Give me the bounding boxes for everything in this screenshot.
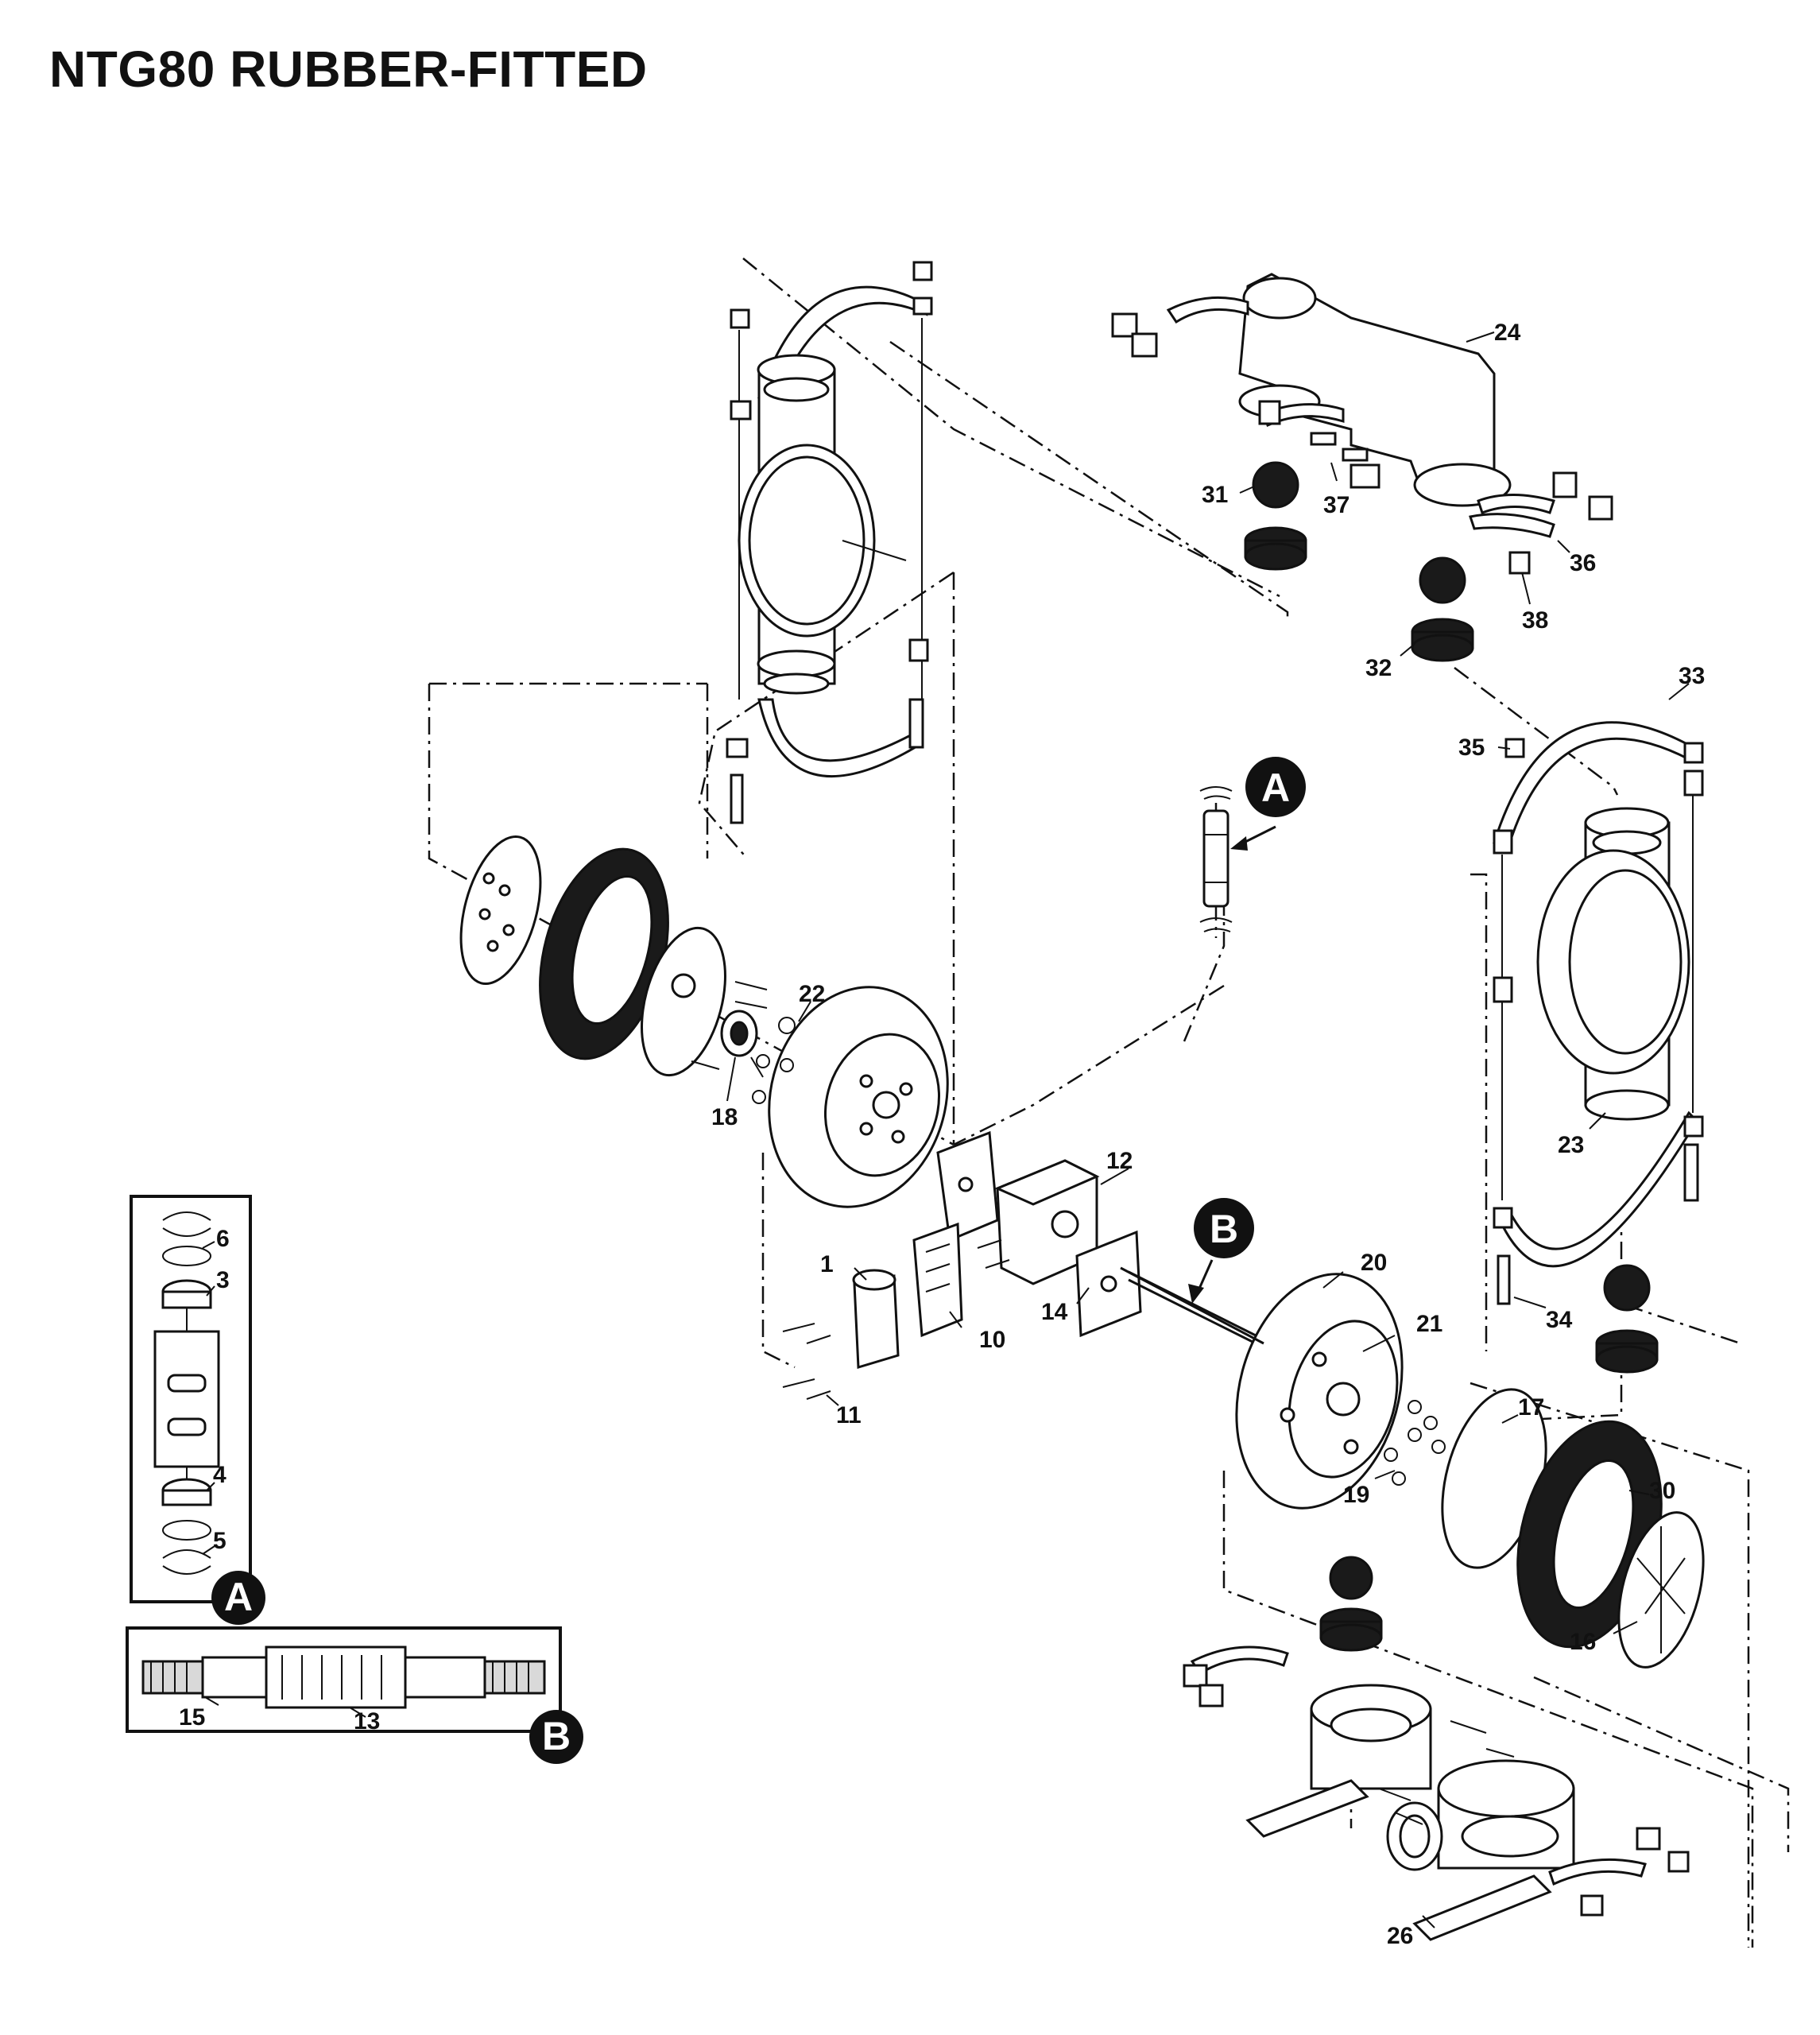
label-36: 36	[1570, 550, 1596, 576]
label-21: 21	[1416, 1311, 1442, 1337]
pilot-valve-spool	[1199, 786, 1276, 932]
upper-check-valves	[1244, 432, 1474, 662]
label-38: 38	[1522, 607, 1548, 634]
callout-b-inset: B	[529, 1710, 583, 1764]
leader-lines	[726, 331, 1690, 1928]
label-5: 5	[213, 1528, 227, 1554]
label-1: 1	[820, 1251, 834, 1277]
callout-b-inset-label: B	[542, 1714, 571, 1758]
label-12: 12	[1106, 1148, 1133, 1174]
label-15: 15	[179, 1704, 205, 1731]
label-26: 26	[1387, 1923, 1413, 1949]
label-19: 19	[1343, 1482, 1369, 1508]
label-13: 13	[354, 1708, 380, 1735]
shaft	[1120, 1266, 1264, 1345]
center-section	[782, 1130, 1257, 1400]
label-11: 11	[836, 1402, 862, 1428]
callout-b-main-label: B	[1210, 1207, 1238, 1251]
callout-a-inset-label: A	[224, 1575, 253, 1619]
label-22: 22	[799, 981, 825, 1007]
page-title: NTG80 RUBBER-FITTED	[49, 41, 648, 98]
callout-a-main-label: A	[1261, 766, 1290, 810]
label-37: 37	[1323, 492, 1350, 518]
label-31: 31	[1202, 482, 1228, 508]
label-18: 18	[711, 1104, 738, 1130]
left-outer-chamber	[726, 261, 933, 824]
label-17: 17	[1518, 1394, 1544, 1421]
label-6: 6	[216, 1226, 230, 1252]
label-23: 23	[1558, 1132, 1584, 1158]
part-labels: 24 31 37 36 38 32 33 35 23 34 22 18 12 1…	[179, 320, 1705, 1949]
label-35: 35	[1458, 735, 1485, 761]
callout-b-main: B	[1188, 1198, 1254, 1304]
label-33: 33	[1679, 663, 1705, 689]
upper-manifold	[1111, 273, 1613, 575]
label-32: 32	[1365, 655, 1392, 681]
label-4: 4	[213, 1462, 227, 1488]
lower-manifold	[1183, 1556, 1690, 1941]
label-24: 24	[1494, 320, 1521, 346]
label-30: 30	[1649, 1478, 1675, 1504]
label-34: 34	[1546, 1307, 1573, 1333]
callout-a-main: A	[1245, 757, 1306, 817]
callout-a-inset: A	[211, 1571, 265, 1625]
left-diaphragm-assembly	[459, 835, 949, 1208]
label-10: 10	[979, 1327, 1005, 1353]
label-3: 3	[216, 1267, 230, 1293]
right-diaphragm-assembly	[1235, 1273, 1705, 1669]
inset-a-box	[130, 1195, 252, 1603]
inset-b-box	[126, 1626, 562, 1733]
label-16: 16	[1570, 1629, 1596, 1655]
label-14: 14	[1041, 1299, 1068, 1325]
right-outer-chamber	[1493, 721, 1704, 1374]
label-20: 20	[1361, 1250, 1387, 1276]
